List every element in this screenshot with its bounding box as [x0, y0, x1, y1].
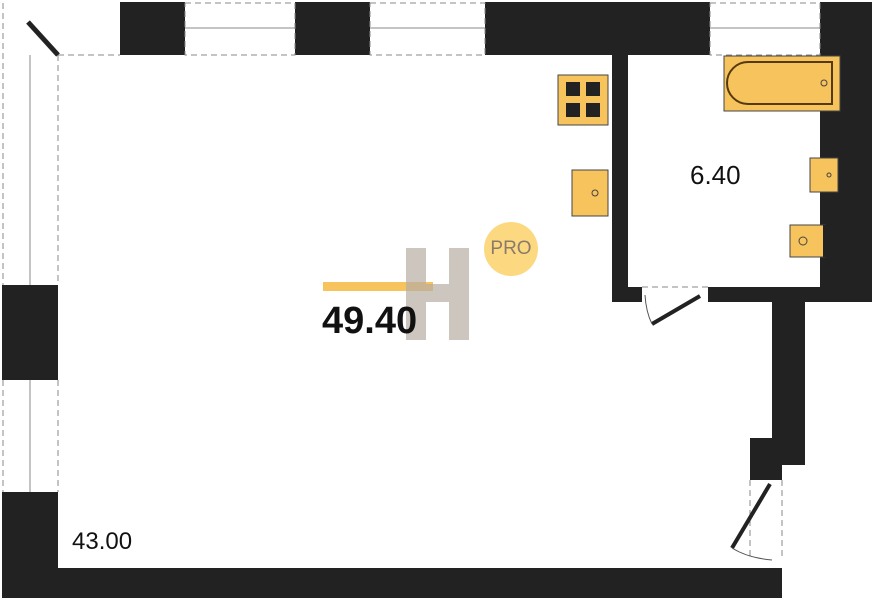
bathtub-icon	[723, 55, 841, 112]
bath-door-swing	[644, 294, 653, 325]
wall-top-1	[120, 2, 185, 55]
wall-top-3	[485, 2, 710, 55]
washbasin-icon	[809, 157, 839, 193]
room-area-label: 43.00	[72, 528, 133, 555]
window-panes	[29, 27, 820, 492]
wall-right-mid	[772, 300, 805, 465]
stove-icon	[557, 74, 609, 126]
corner-door	[26, 20, 60, 57]
wall-left-mid	[2, 285, 58, 380]
fixtures	[557, 55, 841, 258]
bath-door	[650, 294, 702, 326]
total-area-label: 49.40	[322, 300, 418, 342]
wall-right-step	[750, 438, 782, 480]
kitchen-sink-icon	[571, 169, 609, 217]
bathroom-area-label: 6.40	[690, 160, 741, 190]
wall-bath-bottom-1	[612, 287, 642, 302]
accent-bar	[323, 282, 433, 291]
entry-door	[730, 482, 772, 550]
wall-top-2	[295, 2, 370, 55]
entry-door-swing	[731, 547, 773, 561]
logo-h-icon	[406, 248, 469, 340]
wall-bath-left	[612, 55, 628, 302]
wall-bottom	[2, 568, 782, 598]
wall-bath-bottom-2	[708, 287, 872, 302]
pro-badge: PRO	[484, 222, 538, 276]
